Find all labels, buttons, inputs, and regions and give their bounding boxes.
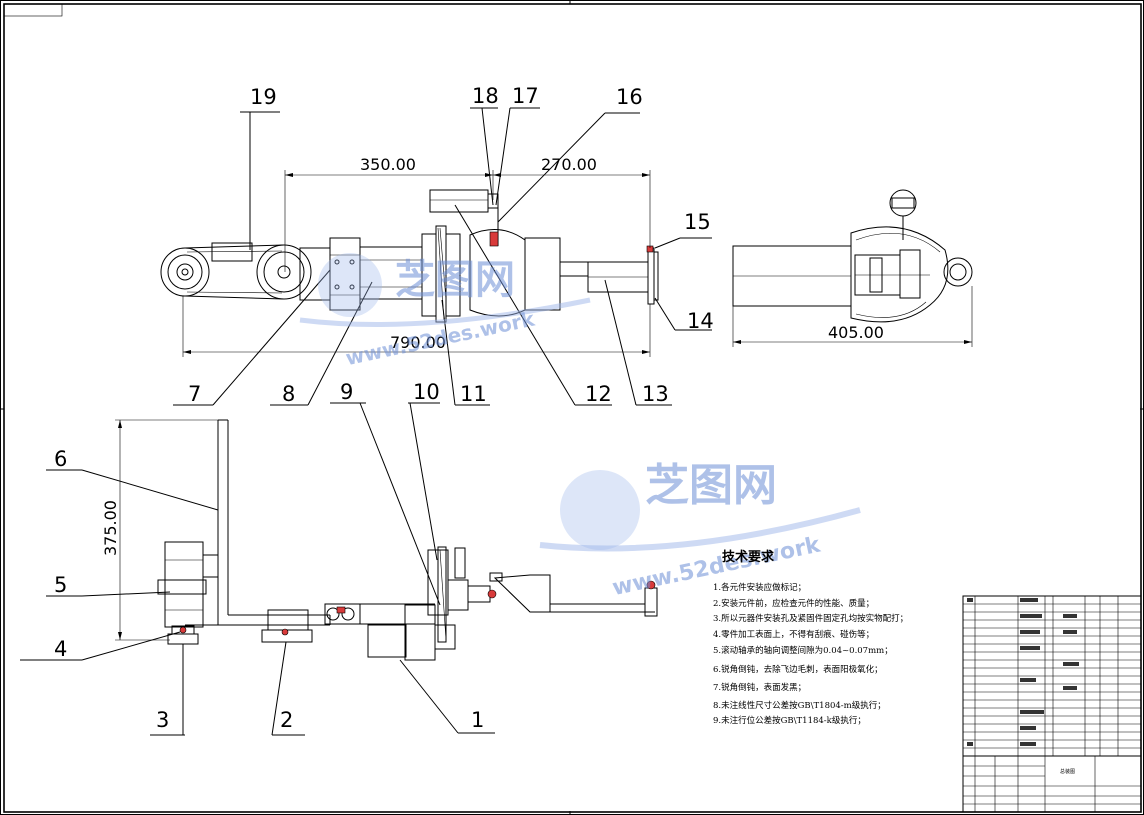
balloon-labels: 19 18 17 16 15 14 7 8 11 12 13 9 10 6 5 …	[54, 84, 714, 732]
tech-req-item: 2.安装元件前，应检查元件的性能、质量；	[713, 598, 874, 609]
balloon-16: 16	[616, 85, 643, 109]
tech-req-title: 技术要求	[722, 549, 775, 565]
drawing-name: 总装图	[1060, 768, 1075, 775]
watermark-brand: 芝图网	[645, 460, 777, 511]
tech-req-item: 3.所以元器件安装孔及紧固件固定孔均按实物配打；	[713, 613, 908, 624]
tech-req-item: 8.未注线性尺寸公差按GB\T1804-m级执行；	[713, 700, 886, 711]
balloon-18: 18	[472, 84, 499, 108]
watermark-brand: 芝图网	[395, 257, 515, 303]
balloon-7: 7	[188, 382, 201, 406]
front-view	[115, 419, 658, 661]
balloon-4: 4	[54, 637, 67, 661]
tech-req-item: 7.锐角倒钝，表面发黑；	[713, 682, 806, 693]
balloon-8: 8	[282, 382, 295, 406]
balloon-3: 3	[156, 708, 169, 732]
dimension-790: 790.00	[390, 333, 446, 352]
balloon-6: 6	[54, 447, 67, 471]
leader-lines	[20, 107, 712, 736]
watermark-globe-icon	[318, 253, 382, 317]
tech-req-item: 1.各元件安装应做标记；	[713, 582, 806, 593]
watermark-top: 芝图网 www.52des.work	[299, 253, 591, 371]
tech-req-item: 9.未注行位公差按GB\T1184-k级执行；	[713, 715, 866, 726]
watermark-middle: 芝图网 www.52des.work	[539, 460, 861, 601]
tech-req-item: 6.锐角倒钝，去除飞边毛刺，表面阳极氧化；	[713, 664, 883, 675]
dimension-350: 350.00	[360, 155, 416, 174]
balloon-5: 5	[54, 573, 67, 597]
dimension-270: 270.00	[541, 155, 597, 174]
tech-req-item: 4.零件加工表面上，不得有刮痕、碰伤等；	[713, 629, 874, 640]
balloon-13: 13	[642, 382, 669, 406]
balloon-19: 19	[250, 85, 277, 109]
technical-requirements: 技术要求 1.各元件安装应做标记； 2.安装元件前，应检查元件的性能、质量； 3…	[713, 549, 908, 726]
title-block: 总装图	[962, 755, 1142, 813]
tech-req-item: 5.滚动轴承的轴向调整间隙为0.04~0.07mm；	[713, 645, 893, 656]
balloon-17: 17	[512, 84, 539, 108]
side-view	[732, 189, 973, 347]
balloon-9: 9	[340, 380, 353, 404]
dimension-375: 375.00	[101, 500, 120, 556]
balloon-15: 15	[684, 210, 711, 234]
dimension-labels: 350.00 270.00 790.00 405.00 375.00	[101, 155, 884, 556]
balloon-14: 14	[687, 309, 714, 333]
balloon-10: 10	[413, 380, 440, 404]
balloon-2: 2	[280, 708, 293, 732]
balloon-11: 11	[460, 382, 487, 406]
dimension-405: 405.00	[828, 323, 884, 342]
balloon-12: 12	[585, 382, 612, 406]
parts-list	[962, 595, 1142, 757]
balloon-1: 1	[471, 708, 484, 732]
watermark-globe-icon	[560, 470, 640, 550]
watermark-url: www.52des.work	[343, 307, 537, 371]
